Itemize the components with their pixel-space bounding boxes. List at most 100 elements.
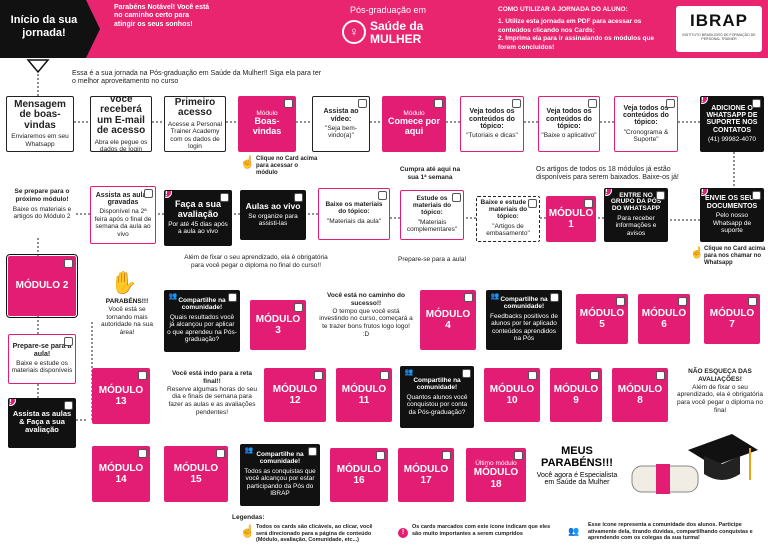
checkbox[interactable] [378, 191, 387, 200]
access-email-card[interactable]: Você receberá um E-mail de acesso Abra e… [90, 96, 152, 152]
module-1-label: MÓDULO 1 [548, 207, 594, 231]
checkbox[interactable] [514, 451, 523, 460]
checkbox[interactable] [376, 451, 385, 460]
checkbox[interactable] [752, 191, 761, 200]
checkbox[interactable] [656, 371, 665, 380]
checkbox[interactable] [452, 193, 461, 202]
share-students-card[interactable]: 👥 Compartilhe na comunidade! Quantos alu… [400, 366, 474, 428]
dont-forget-title: NÃO ESQUEÇA DAS AVALIAÇÕES! [688, 368, 752, 383]
module-1-card[interactable]: MÓDULO 1 [546, 196, 596, 242]
checkbox[interactable] [294, 303, 303, 312]
checkbox[interactable] [64, 401, 73, 410]
checkbox[interactable] [528, 371, 537, 380]
checkbox[interactable] [138, 371, 147, 380]
down-arrow-icon [26, 59, 50, 74]
whatsapp-group-card[interactable]: ! ENTRE NO GRUPO DA PÓS DO WHATSAPP Para… [604, 188, 668, 242]
module-12-card[interactable]: MÓDULO 12 [264, 368, 326, 422]
module-14-label: MÓDULO 14 [98, 462, 144, 486]
checkbox[interactable] [216, 449, 225, 458]
watch-and-evaluate-card[interactable]: ! Assista as aulas & Faça a sua avaliaçã… [8, 398, 76, 448]
module-17-label: MÓDULO 17 [403, 463, 449, 487]
checkbox[interactable] [220, 193, 229, 202]
class-materials-card[interactable]: Baixe os materiais do tópico: "Materiais… [318, 188, 390, 240]
checkbox[interactable] [442, 451, 451, 460]
checkbox[interactable] [294, 193, 303, 202]
module-9-card[interactable]: MÓDULO 9 [550, 368, 602, 422]
module-18-card[interactable]: Último módulo MÓDULO 18 [466, 448, 526, 502]
module-14-card[interactable]: MÓDULO 14 [92, 446, 150, 502]
module-7-label: MÓDULO 7 [709, 307, 755, 331]
checkbox[interactable] [656, 191, 665, 200]
module-16-card[interactable]: MÓDULO 16 [330, 448, 388, 502]
pointing-hand-icon: ☝ [240, 524, 255, 538]
checkbox[interactable] [464, 293, 473, 302]
success-title: Você está no caminho do sucesso!! [327, 292, 405, 307]
module-15-card[interactable]: MÓDULO 15 [164, 446, 228, 502]
share-achievements-card[interactable]: 👥 Compartilhe na comunidade! Todos as co… [240, 444, 320, 506]
module-11-card[interactable]: MÓDULO 11 [336, 368, 392, 422]
checkbox[interactable] [380, 371, 389, 380]
checkbox[interactable] [528, 199, 537, 208]
live-classes-card[interactable]: Aulas ao vivo Se organize para assisti-l… [240, 190, 306, 240]
checkbox[interactable] [358, 99, 367, 108]
topic-tutorials-card[interactable]: Veja todos os conteúdos do tópico: "Tuto… [460, 96, 524, 152]
program-name: Saúde da MULHER [370, 19, 424, 46]
checkbox[interactable] [138, 449, 147, 458]
checkbox[interactable] [228, 293, 237, 302]
checkbox[interactable] [616, 297, 625, 306]
module-13-card[interactable]: MÓDULO 13 [92, 368, 150, 424]
recorded-classes-card[interactable]: Assista as aulas gravadas Disponível na … [90, 186, 156, 244]
pointing-hand-icon: ☝ [690, 247, 704, 259]
checkbox[interactable] [588, 99, 597, 108]
checkbox[interactable] [64, 337, 73, 346]
prepare-class-card[interactable]: Prepare-se para a aula! Baixe e estude o… [8, 334, 76, 384]
module-start-card[interactable]: Módulo Comece por aqui [382, 96, 446, 152]
prepare-class-sub: Baixe e estude os materiais disponíveis [11, 359, 73, 375]
welcome-message-card[interactable]: Mensagem de boas-vindas Enviaremos em se… [6, 96, 74, 152]
checkbox[interactable] [666, 99, 675, 108]
first-access-card[interactable]: Primeiro acesso Acesse a Personal Traine… [164, 96, 226, 152]
checkbox[interactable] [752, 99, 761, 108]
share-feedback-card[interactable]: 👥 Compartilhe na comunidade! Feedbacks p… [486, 290, 562, 350]
live-classes-title: Aulas ao vivo [245, 201, 301, 212]
checkbox[interactable] [512, 99, 521, 108]
module-3-card[interactable]: MÓDULO 3 [250, 300, 306, 350]
complementary-topic-card[interactable]: Estude os materiais do tópico: "Materiai… [400, 190, 464, 240]
complementary-topic-title: Estude os materiais do tópico: [412, 195, 452, 216]
important-icon: ! [165, 191, 172, 198]
checkbox[interactable] [678, 297, 687, 306]
topic-app-card[interactable]: Veja todos os conteúdos do tópico: "Baix… [538, 96, 600, 152]
module-welcome-card[interactable]: Módulo Boas-vindas [238, 96, 296, 152]
module-8-card[interactable]: MÓDULO 8 [612, 368, 668, 422]
module-7-card[interactable]: MÓDULO 7 [704, 294, 760, 344]
checkbox[interactable] [462, 369, 471, 378]
module-4-card[interactable]: MÓDULO 4 [420, 290, 476, 350]
checkbox[interactable] [64, 259, 73, 268]
module-12-label: MÓDULO 12 [272, 383, 318, 407]
module-2-card[interactable]: MÓDULO 2 [6, 254, 78, 318]
welcome-video-sub: "Seja bem-vindo(a)" [325, 124, 357, 140]
module-6-card[interactable]: MÓDULO 6 [638, 294, 690, 344]
checkbox[interactable] [434, 99, 443, 108]
checkbox[interactable] [590, 371, 599, 380]
checkbox[interactable] [584, 199, 593, 208]
checkbox[interactable] [144, 189, 153, 198]
important-icon: ! [701, 97, 708, 104]
welcome-video-card[interactable]: Assista ao vídeo: "Seja bem-vindo(a)" [312, 96, 370, 152]
add-whatsapp-card[interactable]: ! ADICIONE O WHATSAPP DE SUPORTE NOS CON… [700, 96, 764, 152]
evaluation-title: Faça a sua avaliação [174, 199, 222, 219]
send-documents-card[interactable]: ! ENVIE OS SEUS DOCUMENTOS Pelo nosso Wh… [700, 188, 764, 242]
module-17-card[interactable]: MÓDULO 17 [398, 448, 454, 502]
checkbox[interactable] [550, 293, 559, 302]
checkbox[interactable] [284, 99, 293, 108]
topic-schedule-card[interactable]: Veja todos os conteúdos do tópico: "Cron… [614, 96, 678, 152]
evaluation-card[interactable]: ! Faça a sua avaliação Por até 45 dias a… [164, 190, 232, 246]
share-results-card[interactable]: 👥 Compartilhe na comunidade! Quais resul… [164, 290, 240, 352]
module-5-card[interactable]: MÓDULO 5 [576, 294, 628, 344]
checkbox[interactable] [748, 297, 757, 306]
checkbox[interactable] [308, 447, 317, 456]
module-10-card[interactable]: MÓDULO 10 [484, 368, 540, 422]
checkbox[interactable] [314, 371, 323, 380]
dont-forget-sub: Além de fixar o seu aprendizado, ela é o… [676, 383, 763, 414]
articles-topic-card[interactable]: Baixe e estude os materiais do tópico: "… [476, 196, 540, 242]
